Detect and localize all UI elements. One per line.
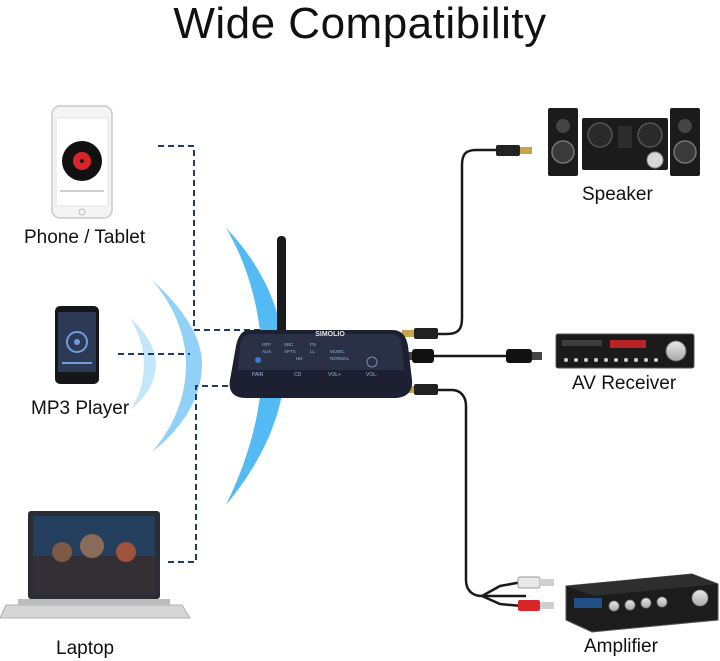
output-cables [408,148,526,608]
indicator-aux: AUX [262,349,271,354]
indicator-aptx: APTX [284,349,296,354]
indicator-sbc: SBC [284,342,294,347]
button-vol-up: VOL+ [328,372,341,378]
indicator-ps: PS [310,342,316,347]
laptop-dashed-line [168,385,240,563]
wireless-signal-waves [130,228,285,505]
wave-small [130,318,156,410]
wave-large [226,228,285,505]
laptop-illustration [0,511,191,619]
laptop-label: Laptop [56,638,115,659]
device-buttons: PAIR CD VOL+ VOL- [252,356,378,378]
antenna [277,236,286,336]
phone-illustration [51,105,113,219]
dashed-connections [118,145,262,563]
button-cd: CD [294,372,302,378]
amplifier-label: Amplifier [584,636,658,657]
wave-medium [152,280,202,452]
indicator-off: OFF [262,342,271,347]
phone-dashed-line [158,145,262,331]
device-top-highlight [238,334,404,370]
button-vol-down: VOL- [366,372,378,378]
button-pair: PAIR [252,372,264,378]
av-receiver-label: AV Receiver [572,373,677,394]
output-plugs [496,145,554,611]
device-brand: SIMOLIO [315,331,345,338]
device-indicator-lights: OFF SBC PS AUX APTX LL HD MUSIC NORMAL [262,342,350,361]
speaker-illustration [548,108,700,176]
indicator-ll: LL [310,349,316,354]
speaker-label: Speaker [582,184,653,205]
indicator-hd: HD [296,356,303,361]
amplifier-cable-split [481,580,523,608]
mp3-player-label: MP3 Player [31,398,130,419]
av-receiver-illustration [555,333,695,369]
amplifier-cable [410,388,526,598]
amplifier-illustration [565,573,719,633]
page-title: Wide Compatibility [173,0,547,48]
phone-tablet-label: Phone / Tablet [24,227,146,248]
indicator-music: MUSIC [330,349,345,354]
speaker-cable [410,148,500,336]
mp3-player-illustration [55,306,99,384]
indicator-normal: NORMAL [330,356,350,361]
bluetooth-transmitter: SIMOLIO OFF SBC PS AUX APTX LL HD MUSIC … [229,236,413,398]
